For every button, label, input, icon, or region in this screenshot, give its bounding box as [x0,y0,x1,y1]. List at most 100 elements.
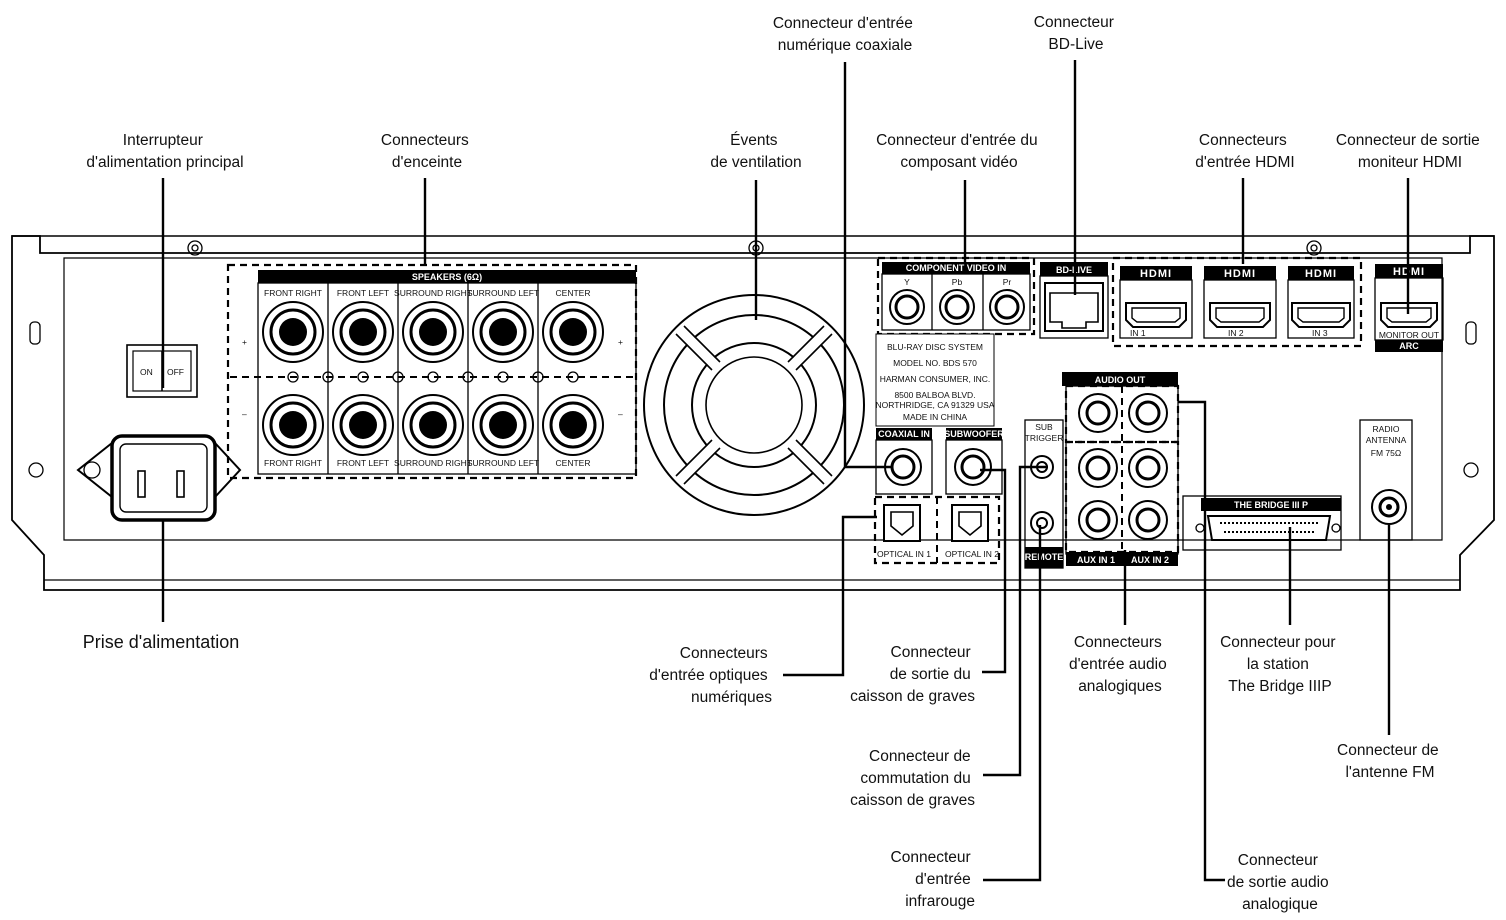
svg-text:Connecteurs d'entrée opt: Connecteurs d'entrée optiques numériques [649,645,772,706]
model-line-3: HARMAN CONSUMER, INC. [880,374,991,384]
radio-label-1: RADIO [1373,424,1400,434]
component-jack-pb[interactable]: Pb [939,277,975,325]
component-jack-y[interactable]: Y [889,277,925,325]
channel-label-top: FRONT LEFT [337,288,389,298]
callout-sub-out-3: caisson de graves [850,688,975,705]
speaker-front-right[interactable]: FRONT RIGHT FRONT RIGHT [262,283,329,474]
bridge-label: THE BRIDGE III P [1234,500,1308,510]
minus-right: – [618,409,623,419]
aux-in-1-label: AUX IN 1 [1077,555,1115,565]
switch-off-label: OFF [167,367,184,377]
svg-text:Interrupteur d'alimentat: Interrupteur d'alimentation principal [86,132,243,171]
channel-label-bottom: SURROUND RIGHT [394,458,472,468]
svg-text:Prise d'alimentation: Prise d'alimentation [83,632,240,652]
sub-trigger-label-2: TRIGGER [1025,433,1064,443]
callout-power-switch-1: Interrupteur [123,132,203,149]
model-plate: BLU-RAY DISC SYSTEM MODEL NO. BDS 570 HA… [875,333,995,427]
component-video-in: COMPONENT VIDEO IN Y Pb Pr [876,256,1036,336]
callout-power-switch-2: d'alimentation principal [86,154,243,171]
aux-in-1-jack-bottom[interactable] [1078,500,1118,540]
svg-text:Connecteur d'entrée du c: Connecteur d'entrée du composant vidéo [876,132,1042,171]
svg-text:Connecteur pour la stati: Connecteur pour la station The Bridge II… [1220,634,1340,695]
callout-hdmi-in-1: Connecteurs [1199,132,1287,149]
hdmi-in-label: IN 2 [1228,328,1244,338]
monitor-out-label: MONITOR OUT [1379,330,1439,340]
speaker-terminals: SPEAKERS (6Ω) + – + – FRONT RIGHT FRONT … [226,263,638,480]
callout-hdmi-in-2: d'entrée HDMI [1195,154,1294,171]
aux-in-2-jack-top[interactable] [1128,448,1168,488]
callout-coax-1: Connecteur d'entrée [773,15,913,32]
optical-in-2-label: OPTICAL IN 2 [945,549,999,559]
callout-sub-out-2: de sortie du [890,666,971,683]
svg-text:Connecteur de l'antenne: Connecteur de l'antenne FM [1337,742,1443,781]
audio-out-label: AUDIO OUT [1095,375,1146,385]
speakers-title: SPEAKERS (6Ω) [412,272,482,282]
optical-in-2[interactable]: OPTICAL IN 2 [945,504,999,559]
audio-out-jack-right[interactable] [1128,393,1168,433]
fm-antenna-connector[interactable]: RADIO ANTENNA FM 75Ω [1359,419,1413,541]
channel-label-bottom: FRONT LEFT [337,458,389,468]
hdmi-in-2[interactable]: HDMI IN 2 [1203,266,1277,339]
component-label-pb: Pb [952,277,963,287]
callout-audio-out-3: analogique [1242,896,1318,913]
svg-text:Connecteurs d'enceinte: Connecteurs d'enceinte [381,132,473,171]
subwoofer-label: SUBWOOFER [944,429,1004,439]
callout-ir-1: Connecteur [891,849,971,866]
optical-in-1[interactable]: OPTICAL IN 1 [877,504,931,559]
hdmi-in-3[interactable]: HDMI IN 3 [1287,266,1355,339]
speaker-surround-right[interactable]: SURROUND RIGHT SURROUND RIGHT [394,283,472,474]
channel-label-bottom: CENTER [556,458,591,468]
arc-label: ARC [1399,341,1419,351]
channel-label-top: CENTER [556,288,591,298]
aux-in-1-jack-top[interactable] [1078,448,1118,488]
callout-component-2: composant vidéo [900,154,1017,171]
aux-in-2-label: AUX IN 2 [1131,555,1169,565]
svg-text:Connecteurs d'entrée aud: Connecteurs d'entrée audio analogiques [1069,634,1171,695]
callout-bridge-1: Connecteur pour [1220,634,1335,651]
channel-label-bottom: SURROUND LEFT [467,458,539,468]
hdmi-in-1[interactable]: HDMI IN 1 [1119,266,1193,339]
coaxial-in-jack[interactable]: COAXIAL IN [875,428,933,495]
power-socket[interactable] [76,434,242,522]
sub-trigger-label-1: SUB [1035,422,1053,432]
speaker-surround-left[interactable]: SURROUND LEFT SURROUND LEFT [467,283,539,474]
switch-on-label: ON [140,367,153,377]
remote-label: REMOTE [1025,552,1064,562]
callout-aux-in-3: analogiques [1078,678,1162,695]
svg-text:Évents de ventilation: Évents de ventilation [710,132,801,171]
hdmi-logo: HDMI [1224,268,1256,280]
callout-optical-3: numériques [691,689,772,706]
callout-speakers-1: Connecteurs [381,132,469,149]
bridge-connector[interactable]: THE BRIDGE III P [1182,495,1342,551]
model-line-5: NORTHRIDGE, CA 91329 USA [876,400,995,410]
callout-trigger-3: caisson de graves [850,792,975,809]
ventilation-vents [643,294,865,516]
audio-out-jack-left[interactable] [1078,393,1118,433]
remote-jack[interactable] [1030,511,1054,535]
callout-ir-2: d'entrée [915,871,971,888]
speaker-center[interactable]: CENTER CENTER [542,288,604,468]
radio-label-3: FM 75Ω [1371,448,1401,458]
minus-left: – [242,409,247,419]
subwoofer-out-jack[interactable]: SUBWOOFER [944,428,1004,495]
coaxial-in-label: COAXIAL IN [878,429,930,439]
callout-component-1: Connecteur d'entrée du [876,132,1038,149]
model-line-2: MODEL NO. BDS 570 [893,358,977,368]
callout-bridge-2: la station [1247,656,1309,673]
callout-trigger-1: Connecteur de [869,748,971,765]
model-line-4: 8500 BALBOA BLVD. [894,390,975,400]
callout-sub-out-1: Connecteur [891,644,971,661]
speaker-front-left[interactable]: FRONT LEFT FRONT LEFT [332,283,399,474]
svg-text:Connecteur d'entrée numé: Connecteur d'entrée numérique coaxiale [773,15,917,54]
aux-in-2-jack-bottom[interactable] [1128,500,1168,540]
svg-text:Connecteur de commutatio: Connecteur de commutation du caisson de … [850,748,975,809]
component-jack-pr[interactable]: Pr [989,277,1025,325]
hdmi-in-label: IN 1 [1130,328,1146,338]
callout-audio-out-1: Connecteur [1238,852,1318,869]
leader-lines [161,60,1410,882]
channel-label-top: SURROUND RIGHT [394,288,472,298]
callout-bdlive-1: Connecteur [1034,14,1114,31]
optical-in-1-label: OPTICAL IN 1 [877,549,931,559]
plus-right: + [618,337,623,347]
analog-audio-block: AUDIO OUT AUX IN 1 AUX IN 2 [1062,372,1180,566]
